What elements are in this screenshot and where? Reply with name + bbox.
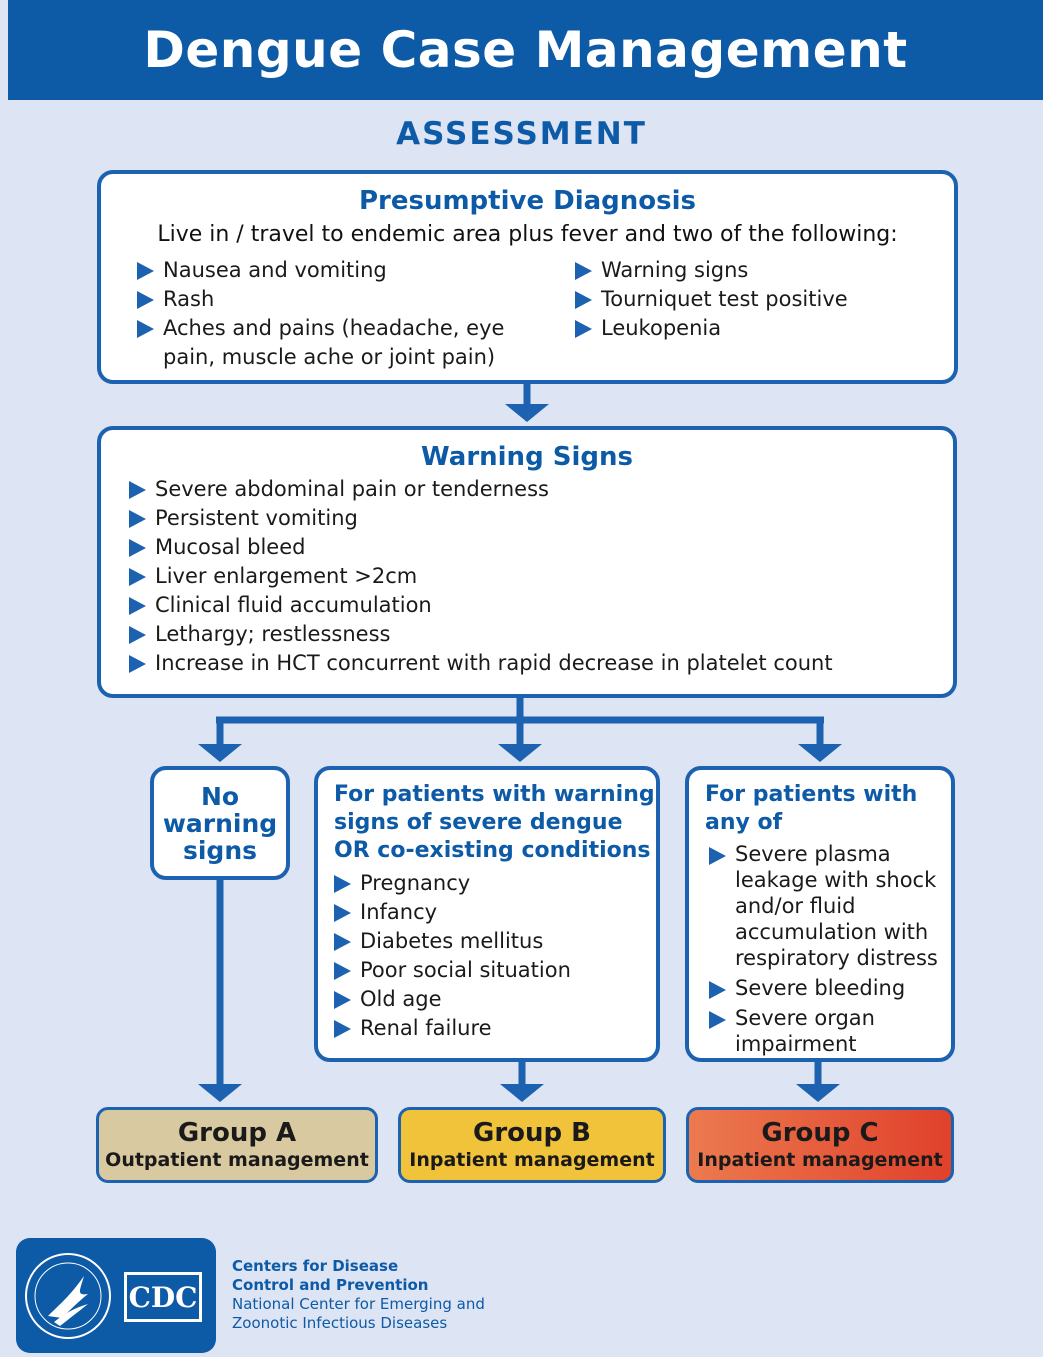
- list-item: Infancy: [334, 898, 656, 927]
- warning-signs-list: Severe abdominal pain or tenderness Pers…: [129, 475, 833, 678]
- group-b-criteria-title: For patients with warning signs of sever…: [334, 782, 655, 863]
- no-warning-signs-title: No warning signs: [162, 782, 278, 865]
- triangle-right-icon: [575, 320, 592, 338]
- group-b-box: Group B Inpatient management: [398, 1107, 666, 1183]
- list-item: Renal failure: [334, 1014, 656, 1043]
- presumptive-right-list: Warning signs Tourniquet test positive L…: [575, 256, 955, 343]
- triangle-right-icon: [334, 962, 351, 980]
- triangle-right-icon: [129, 626, 146, 644]
- arrow-down-icon: [498, 744, 542, 762]
- hhs-eagle-seal-icon: [25, 1253, 111, 1339]
- agency-line-4: Zoonotic Infectious Diseases: [232, 1314, 448, 1332]
- list-item: Warning signs: [575, 256, 955, 285]
- group-c-management: Inpatient management: [697, 1149, 943, 1171]
- list-item: Tourniquet test positive: [575, 285, 955, 314]
- list-item: Increase in HCT concurrent with rapid de…: [129, 649, 833, 678]
- triangle-right-icon: [137, 320, 154, 338]
- triangle-right-icon: [129, 510, 146, 528]
- list-item: Pregnancy: [334, 869, 656, 898]
- triangle-right-icon: [129, 597, 146, 615]
- group-b-criteria-box: For patients with warning signs of sever…: [314, 766, 660, 1062]
- triangle-right-icon: [129, 481, 146, 499]
- cdc-logo: CDC: [124, 1272, 202, 1322]
- arrow-down-icon: [505, 404, 549, 422]
- triangle-right-icon: [334, 1020, 351, 1038]
- triangle-right-icon: [129, 539, 146, 557]
- arrow-down-icon: [796, 1084, 840, 1102]
- list-item: Lethargy; restlessness: [129, 620, 833, 649]
- triangle-right-icon: [575, 262, 592, 280]
- group-b-management: Inpatient management: [409, 1149, 655, 1171]
- triangle-right-icon: [334, 933, 351, 951]
- header-banner: Dengue Case Management: [8, 0, 1043, 100]
- list-item: Severe organ impairment: [709, 1005, 951, 1057]
- triangle-right-icon: [129, 568, 146, 586]
- triangle-right-icon: [334, 904, 351, 922]
- list-item: Severe bleeding: [709, 975, 951, 1001]
- group-c-criteria-box: For patients with any of Severe plasma l…: [685, 766, 955, 1062]
- group-a-box: Group A Outpatient management: [96, 1107, 378, 1183]
- agency-name: Centers for Disease Control and Preventi…: [232, 1257, 485, 1333]
- group-a-name: Group A: [177, 1118, 297, 1148]
- agency-line-2: Control and Prevention: [232, 1276, 429, 1294]
- presumptive-title: Presumptive Diagnosis: [358, 186, 697, 216]
- triangle-right-icon: [575, 291, 592, 309]
- section-title: ASSESSMENT: [396, 116, 647, 152]
- agency-line-1: Centers for Disease: [232, 1257, 399, 1275]
- presumptive-left-list: Nausea and vomiting Rash Aches and pains…: [137, 256, 547, 372]
- arrow-down-icon: [500, 1084, 544, 1102]
- list-item: Severe abdominal pain or tenderness: [129, 475, 833, 504]
- list-item: Aches and pains (headache, eye pain, mus…: [137, 314, 547, 372]
- cdc-logo-panel: CDC: [16, 1238, 216, 1353]
- agency-line-3: National Center for Emerging and: [232, 1295, 485, 1313]
- list-item: Diabetes mellitus: [334, 927, 656, 956]
- warning-signs-box: Warning Signs Severe abdominal pain or t…: [97, 426, 957, 698]
- list-item: Mucosal bleed: [129, 533, 833, 562]
- group-c-criteria-title: For patients with any of: [705, 782, 918, 835]
- presumptive-diagnosis-box: Presumptive Diagnosis Live in / travel t…: [97, 170, 958, 384]
- list-item: Rash: [137, 285, 547, 314]
- triangle-right-icon: [137, 262, 154, 280]
- list-item: Poor social situation: [334, 956, 656, 985]
- list-item: Liver enlargement >2cm: [129, 562, 833, 591]
- no-warning-signs-box: No warning signs: [150, 766, 290, 880]
- triangle-right-icon: [709, 847, 726, 865]
- group-c-criteria-list: Severe plasma leakage with shock and/or …: [709, 841, 951, 1057]
- list-item: Leukopenia: [575, 314, 955, 343]
- group-b-name: Group B: [472, 1118, 591, 1148]
- group-c-box: Group C Inpatient management: [686, 1107, 954, 1183]
- arrow-down-icon: [198, 744, 242, 762]
- page-title: Dengue Case Management: [143, 21, 908, 79]
- warning-signs-title: Warning Signs: [421, 442, 633, 472]
- list-item: Nausea and vomiting: [137, 256, 547, 285]
- list-item: Old age: [334, 985, 656, 1014]
- triangle-right-icon: [709, 981, 726, 999]
- triangle-right-icon: [129, 655, 146, 673]
- triangle-right-icon: [334, 875, 351, 893]
- group-b-criteria-list: Pregnancy Infancy Diabetes mellitus Poor…: [334, 869, 656, 1043]
- group-a-management: Outpatient management: [105, 1149, 369, 1171]
- presumptive-lead: Live in / travel to endemic area plus fe…: [157, 222, 898, 247]
- triangle-right-icon: [334, 991, 351, 1009]
- triangle-right-icon: [709, 1011, 726, 1029]
- list-item: Severe plasma leakage with shock and/or …: [709, 841, 951, 971]
- arrow-down-icon: [198, 1084, 242, 1102]
- group-c-name: Group C: [761, 1118, 879, 1148]
- list-item: Persistent vomiting: [129, 504, 833, 533]
- triangle-right-icon: [137, 291, 154, 309]
- arrow-down-icon: [798, 744, 842, 762]
- list-item: Clinical fluid accumulation: [129, 591, 833, 620]
